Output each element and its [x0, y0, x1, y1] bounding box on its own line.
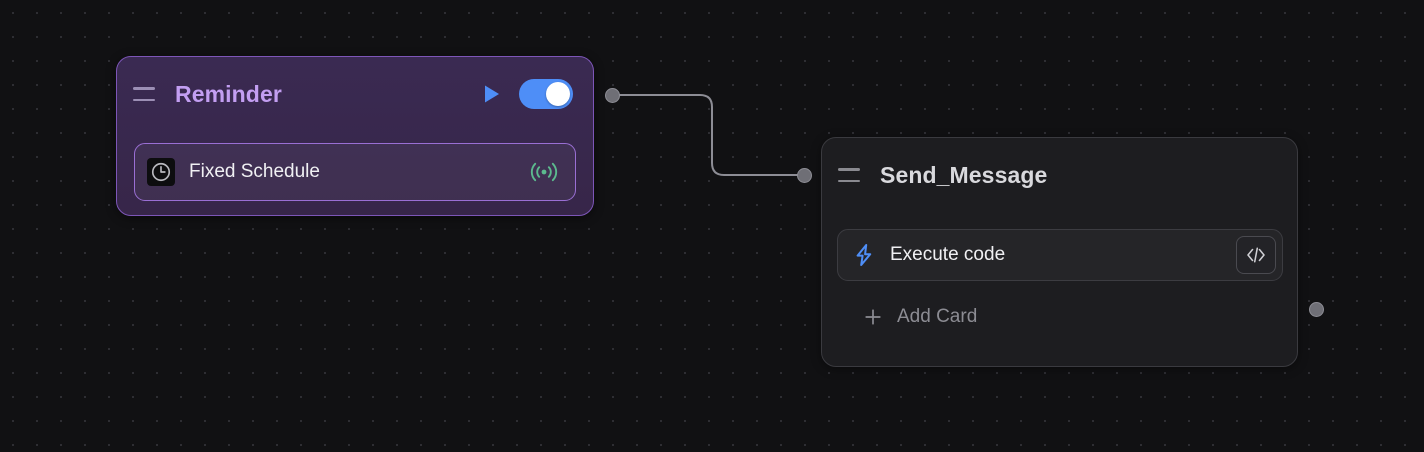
broadcast-signal-icon-svg: [530, 162, 558, 182]
card-fixed-schedule[interactable]: Fixed Schedule: [134, 143, 576, 201]
card-execute-code[interactable]: Execute code: [837, 229, 1283, 281]
clock-icon-svg: [151, 162, 171, 182]
card-fixed-schedule-label: Fixed Schedule: [189, 161, 320, 182]
toggle-knob: [546, 82, 570, 106]
port-reminder-output[interactable]: [605, 88, 620, 103]
add-card-button[interactable]: Add Card: [837, 300, 977, 334]
code-brackets-icon[interactable]: [1236, 236, 1276, 274]
node-send-message-title: Send_Message: [880, 161, 1048, 188]
node-reminder-header[interactable]: Reminder: [117, 57, 593, 131]
drag-handle-icon[interactable]: [838, 168, 860, 182]
node-send-message[interactable]: Send_Message Execute code: [821, 137, 1298, 367]
node-reminder[interactable]: Reminder Fixed Schedule: [116, 56, 594, 216]
clock-icon: [147, 158, 175, 186]
node-reminder-title: Reminder: [175, 80, 282, 107]
broadcast-signal-icon[interactable]: [529, 159, 559, 185]
port-send-message-input[interactable]: [797, 168, 812, 183]
node-send-message-header[interactable]: Send_Message: [822, 138, 1297, 212]
lightning-bolt-icon-svg: [856, 244, 872, 266]
code-brackets-icon-svg: [1247, 247, 1265, 263]
add-card-label: Add Card: [897, 306, 978, 327]
port-send-message-output[interactable]: [1309, 302, 1324, 317]
drag-handle-icon[interactable]: [133, 87, 155, 101]
plus-icon-svg: [865, 309, 881, 325]
edge-reminder-to-send-message[interactable]: [619, 94, 803, 176]
plus-icon: [863, 307, 883, 327]
lightning-bolt-icon: [852, 242, 876, 268]
play-icon[interactable]: [481, 82, 503, 106]
enable-toggle[interactable]: [519, 79, 573, 109]
card-execute-code-label: Execute code: [890, 244, 1006, 265]
play-icon-svg: [485, 85, 499, 103]
